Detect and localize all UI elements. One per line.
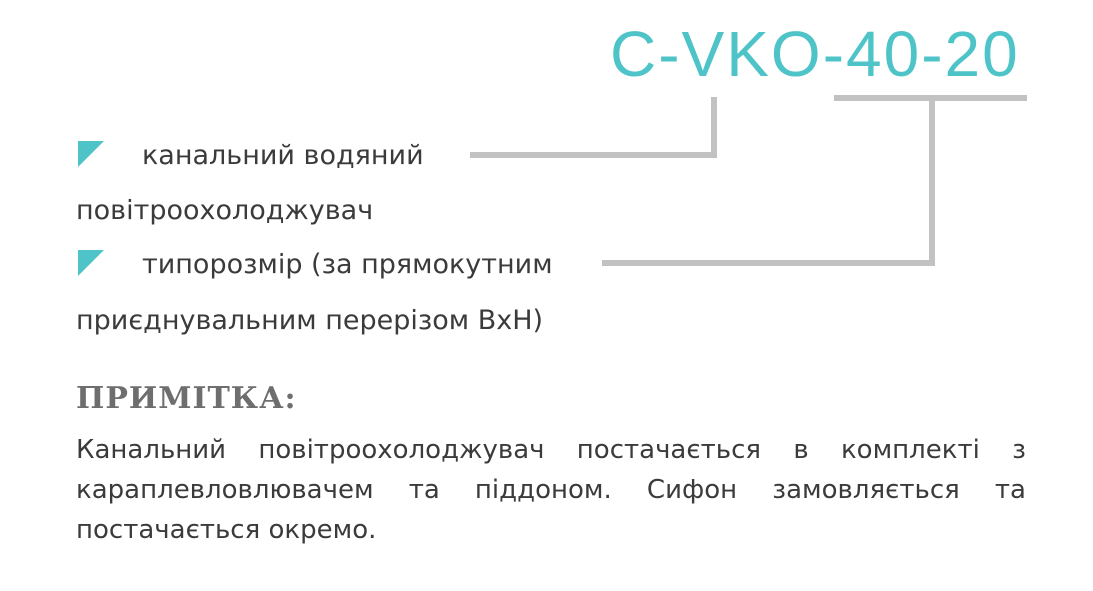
model-code-title: C-VKO-40-20 <box>610 18 1020 90</box>
legend-item-2-line2: приєднувальним перерізом ВхН) <box>76 305 544 336</box>
connector-line-size <box>602 98 935 266</box>
note-body: Канальний повітроохолоджувач постачаєтьс… <box>76 435 1026 545</box>
legend-item-2-line1: типорозмір (за прямокутним <box>142 249 553 280</box>
legend-item-1-line1: канальний водяний <box>142 140 424 171</box>
triangle-marker-icon <box>78 141 104 167</box>
note-title: ПРИМІТКА: <box>76 381 297 416</box>
connector-line-type <box>470 97 717 158</box>
triangle-marker-icon <box>78 250 104 276</box>
legend-item-1-line2: повітроохолоджувач <box>76 195 374 226</box>
